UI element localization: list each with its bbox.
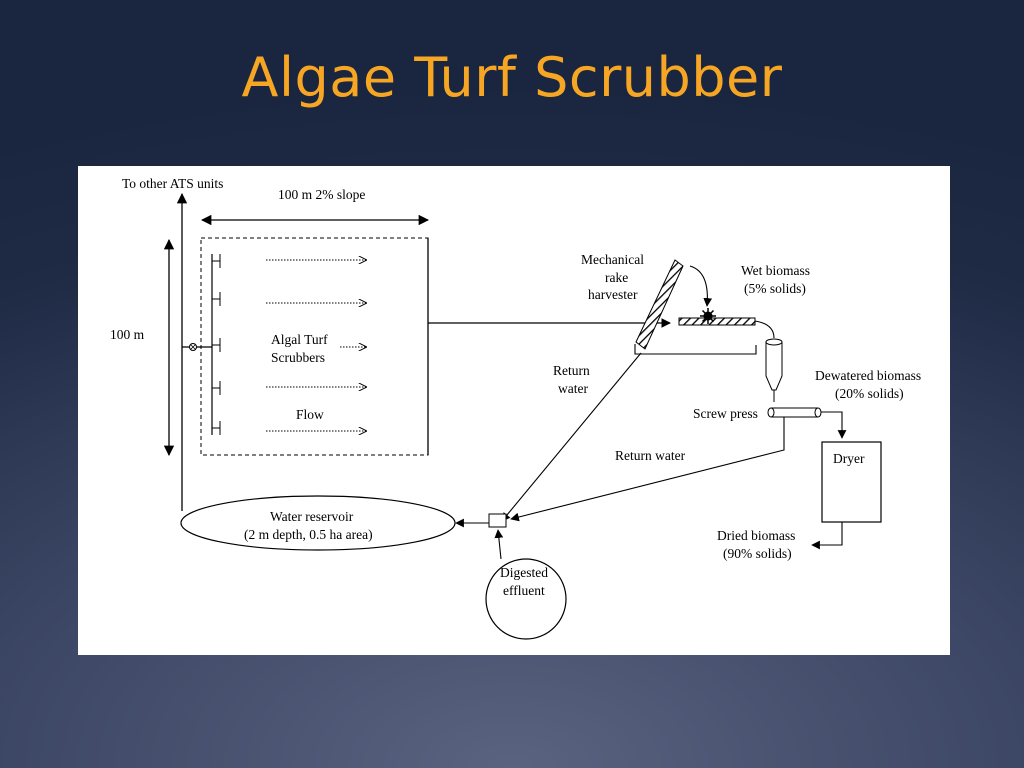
wet-biomass-chute [754, 320, 775, 339]
mixing-box [488, 513, 507, 528]
harvest-trough [678, 317, 756, 326]
wet-biomass-label: (5% solids) [744, 281, 806, 296]
dewatered-flow [821, 411, 847, 439]
dried-biomass-flow [811, 522, 843, 550]
gear-icon [700, 308, 716, 324]
dryer-box [821, 441, 882, 523]
dewatered-label: Dewatered biomass [815, 368, 921, 383]
scrubbers-label: Algal Turf [271, 332, 328, 347]
slide-title: Algae Turf Scrubber [241, 46, 783, 109]
screw-press-label: Screw press [693, 406, 758, 421]
effluent-flow [494, 529, 504, 560]
length-label: 100 m [110, 327, 145, 342]
return-water-line-2 [510, 417, 785, 522]
return-water-line-1 [501, 352, 642, 522]
width-label: 100 m 2% slope [278, 187, 365, 202]
rake-motion-arrow [689, 265, 713, 307]
wet-biomass-label: Wet biomass [741, 263, 810, 278]
harvester-label: harvester [588, 287, 638, 302]
return-water-2-label: Return water [615, 448, 686, 463]
screw-press-icon [770, 407, 819, 418]
harvester-label: Mechanical [581, 252, 644, 267]
dried-biomass-label: (90% solids) [723, 546, 792, 561]
return-water-label: water [558, 381, 588, 396]
scrubbers-label: Scrubbers [271, 350, 325, 365]
return-water-label: Return [553, 363, 590, 378]
harvester-label: rake [605, 270, 628, 285]
to-other-units-label: To other ATS units [122, 176, 223, 191]
rake-harvester-icon [635, 259, 684, 350]
hopper-icon [765, 341, 783, 391]
flow-label: Flow [296, 407, 324, 422]
ats-diagram-svg: To other ATS units 100 m 2% slope 100 m [110, 176, 921, 640]
reservoir-label: (2 m depth, 0.5 ha area) [244, 527, 373, 542]
water-reservoir [180, 495, 456, 551]
digested-effluent-tank [485, 558, 567, 640]
harvester-base [634, 344, 757, 355]
reservoir-label: Water reservoir [270, 509, 354, 524]
dewatered-label: (20% solids) [835, 386, 904, 401]
dryer-label: Dryer [833, 451, 865, 466]
ats-diagram: To other ATS units 100 m 2% slope 100 m [78, 166, 950, 655]
dried-biomass-label: Dried biomass [717, 528, 795, 543]
digested-label: Digested [500, 565, 548, 580]
digested-label: effluent [503, 583, 545, 598]
